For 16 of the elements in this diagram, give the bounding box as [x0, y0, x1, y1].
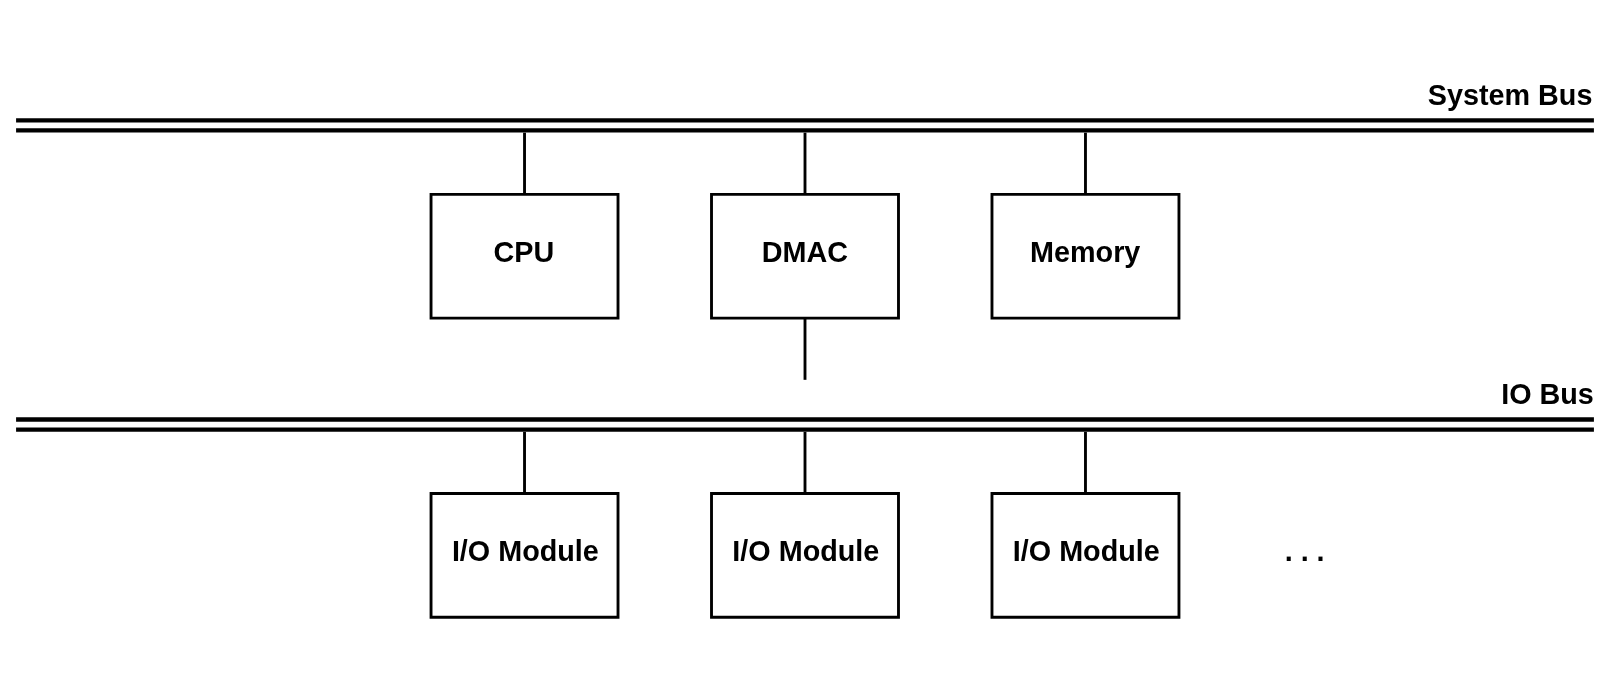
node-box: I/O Module	[429, 491, 620, 619]
label: . . .	[1284, 534, 1325, 567]
node-box: I/O Module	[990, 491, 1181, 619]
connector	[523, 431, 526, 493]
connector	[803, 317, 807, 380]
connector	[803, 431, 807, 493]
connector	[803, 132, 807, 194]
node-box: I/O Module	[710, 491, 900, 619]
connector	[1084, 431, 1087, 493]
connector	[523, 132, 526, 194]
node-box: Memory	[990, 192, 1181, 319]
connector	[1084, 132, 1087, 194]
node-text: IO Bus	[1501, 377, 1594, 410]
node-text: System Bus	[1427, 78, 1593, 111]
node-box: DMAC	[710, 192, 900, 319]
node-box: CPU	[429, 192, 620, 319]
